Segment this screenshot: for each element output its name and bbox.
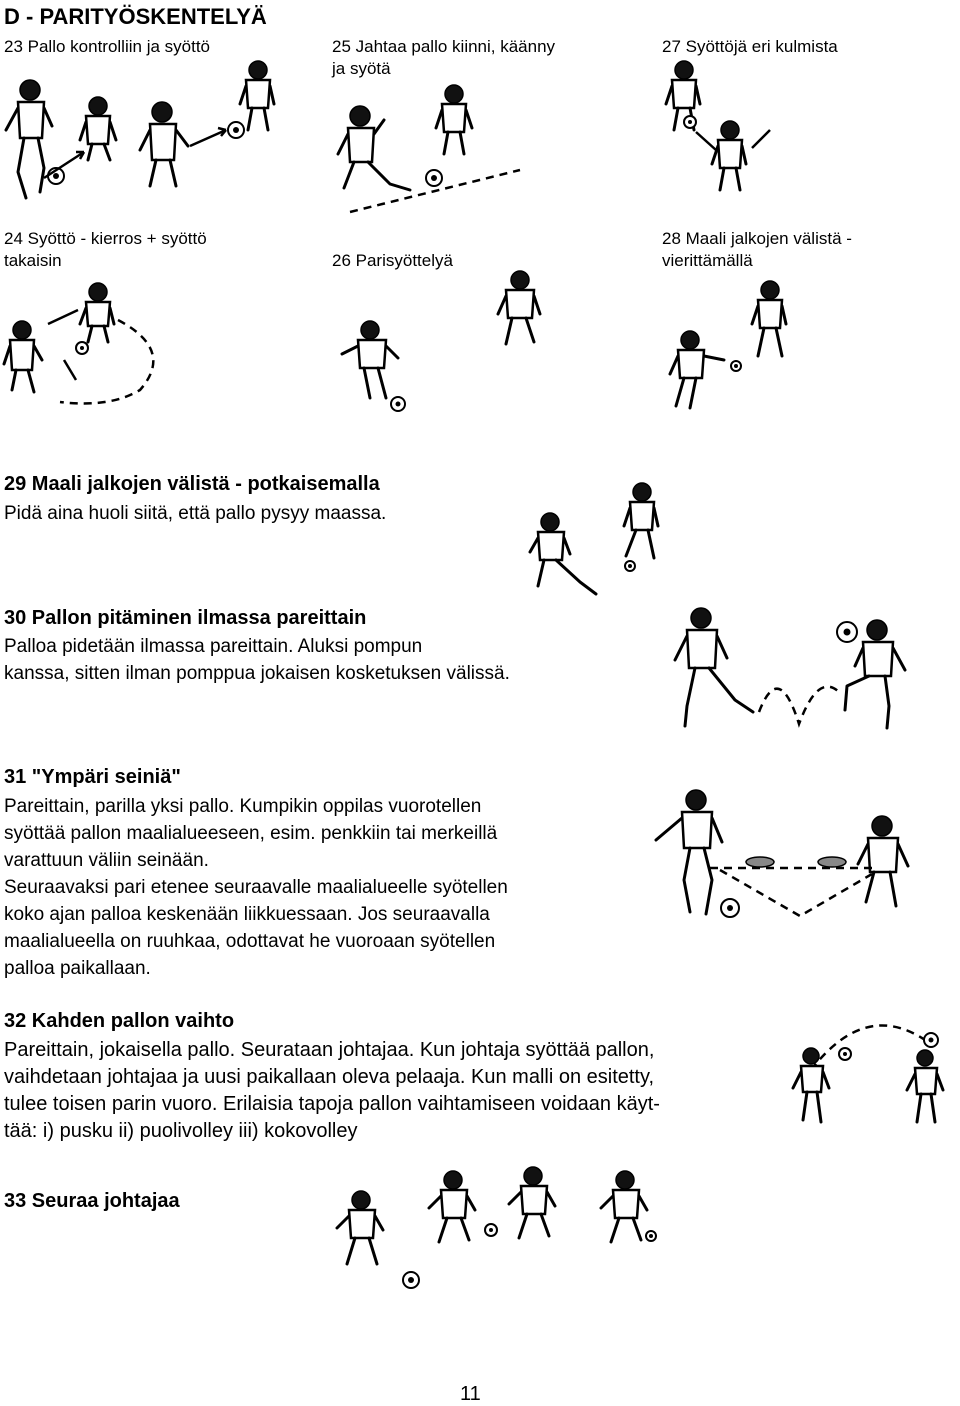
exercise-33-illustration [335,1166,657,1289]
pass-arrow [47,308,79,381]
player-figure [599,1170,649,1244]
ball-flight-path [810,1024,926,1071]
exercise-31-line: Seuraavaksi pari etenee seuraavalle maal… [4,877,508,898]
player-figure [4,79,54,200]
player-figure [340,320,400,400]
ball-icon [645,1230,657,1242]
exercise-30-line1: Palloa pidetään ilmassa pareittain. Aluk… [4,636,423,657]
ball-icon [624,560,636,572]
exercise-29-title: 29 Maali jalkojen välistä - potkaisemall… [4,473,380,495]
exercise-28-illustration [668,280,788,410]
exercise-31-title: 31 "Ympäri seiniä" [4,766,181,788]
player-figure [528,512,598,596]
exercise-24-illustration [2,282,155,405]
exercise-32-title: 32 Kahden pallon vaihto [4,1010,235,1032]
exercise-23-title: 23 Pallo kontrolliin ja syöttö [4,37,211,56]
player-figure [434,84,474,156]
exercise-31-text: Pareittain, parilla yksi pallo. Kumpikin… [4,793,508,982]
exercise-29-illustration [528,482,660,596]
player-figure [710,120,748,192]
exercise-31-line: koko ajan palloa keskenään liikkuessaan.… [4,904,490,925]
player-figure [78,282,116,344]
ball-icon [836,621,858,643]
player-figure [905,1049,945,1124]
exercise-25-title: 25 Jahtaa pallo kiinni, käänny ja syötä [332,36,555,80]
exercise-30-illustration [673,607,907,730]
exercise-25-title-line1: 25 Jahtaa pallo kiinni, käänny [332,37,556,56]
ball-bounce-path [757,685,842,728]
player-figure [138,101,190,188]
player-figure [427,1170,477,1244]
exercise-31-line: varattuun väliin seinään. [4,850,209,871]
ball-icon [720,898,740,918]
ball-icon [390,396,406,412]
exercise-29-text: Pidä aina huoli siitä, että pallo pysyy … [4,503,387,524]
exercise-31-line: Pareittain, parilla yksi pallo. Kumpikin… [4,796,482,817]
exercise-31-line: palloa paikallaan. [4,958,151,979]
exercise-32-line: vaihdetaan johtajaa ja uusi paikallaan o… [4,1066,655,1088]
cone-marker [817,856,847,868]
exercise-24-title-line2: takaisin [4,251,62,270]
exercise-27-title: 27 Syöttöjä eri kulmista [662,37,838,56]
player-figure [335,1190,385,1266]
exercise-28-title-line2: vierittämällä [662,251,753,270]
ball-icon [425,169,443,187]
exercise-24-title-line1: 24 Syöttö - kierros + syöttö [4,229,207,248]
page-heading: D - PARITYÖSKENTELYÄ [4,4,267,29]
exercise-23-illustration [4,60,276,200]
player-figure [496,270,542,346]
exercise-24-title: 24 Syöttö - kierros + syöttö takaisin [4,228,207,272]
player-figure [238,60,276,132]
player-figure [668,330,726,410]
exercise-32-line: tää: i) pusku ii) puolivolley iii) kokov… [4,1120,358,1142]
exercise-31-line: maalialueella on ruuhkaa, odottavat he v… [4,931,496,952]
pass-arrow [695,129,771,151]
cone-marker [745,856,775,868]
ball-icon [838,1047,852,1061]
player-figure [336,105,412,192]
ball-icon [484,1223,498,1237]
exercise-32-illustration [791,1024,945,1124]
exercise-27-illustration [664,60,771,192]
exercise-26-title: 26 Parisyöttelyä [332,251,453,270]
page-number: 11 [460,1383,481,1405]
pass-path [719,868,873,918]
player-figure [843,619,907,730]
ball-icon [402,1271,420,1289]
ball-icon [227,121,245,139]
player-figure [2,320,44,394]
exercise-31-illustration [654,789,910,918]
player-figure [664,60,702,132]
player-figure [507,1166,557,1240]
exercise-25-illustration [336,84,521,214]
exercise-26-illustration [340,270,542,412]
exercise-30-line2: kanssa, sitten ilman pomppua jokaisen ko… [4,663,510,684]
ball-icon [75,341,89,355]
player-figure [673,607,755,728]
exercise-33-title: 33 Seuraa johtajaa [4,1190,180,1212]
player-figure [750,280,788,358]
ball-icon [730,360,742,372]
player-figure [78,96,118,162]
exercise-32-line: Pareittain, jokaisella pallo. Seurataan … [4,1039,655,1061]
player-figure [791,1047,831,1124]
pass-arrow [189,126,227,148]
ball-icon [923,1032,939,1048]
run-path [349,168,521,214]
player-figure [856,815,910,908]
exercise-28-title: 28 Maali jalkojen välistä - vierittämäll… [662,228,852,272]
player-figure [622,482,660,560]
player-figure [654,789,724,916]
exercise-32-line: tulee toisen parin vuoro. Erilaisia tapo… [4,1093,660,1115]
exercise-28-title-line1: 28 Maali jalkojen välistä - [662,229,852,248]
exercise-31-line: syöttää pallon maalialueeseen, esim. pen… [4,823,498,844]
pass-arrow [43,150,86,180]
exercise-25-title-line2: ja syötä [332,59,391,78]
ball-icon [683,115,697,129]
run-path [59,318,155,405]
exercise-30-title: 30 Pallon pitäminen ilmassa pareittain [4,607,367,629]
exercise-32-text: Pareittain, jokaisella pallo. Seurataan … [4,1037,660,1145]
